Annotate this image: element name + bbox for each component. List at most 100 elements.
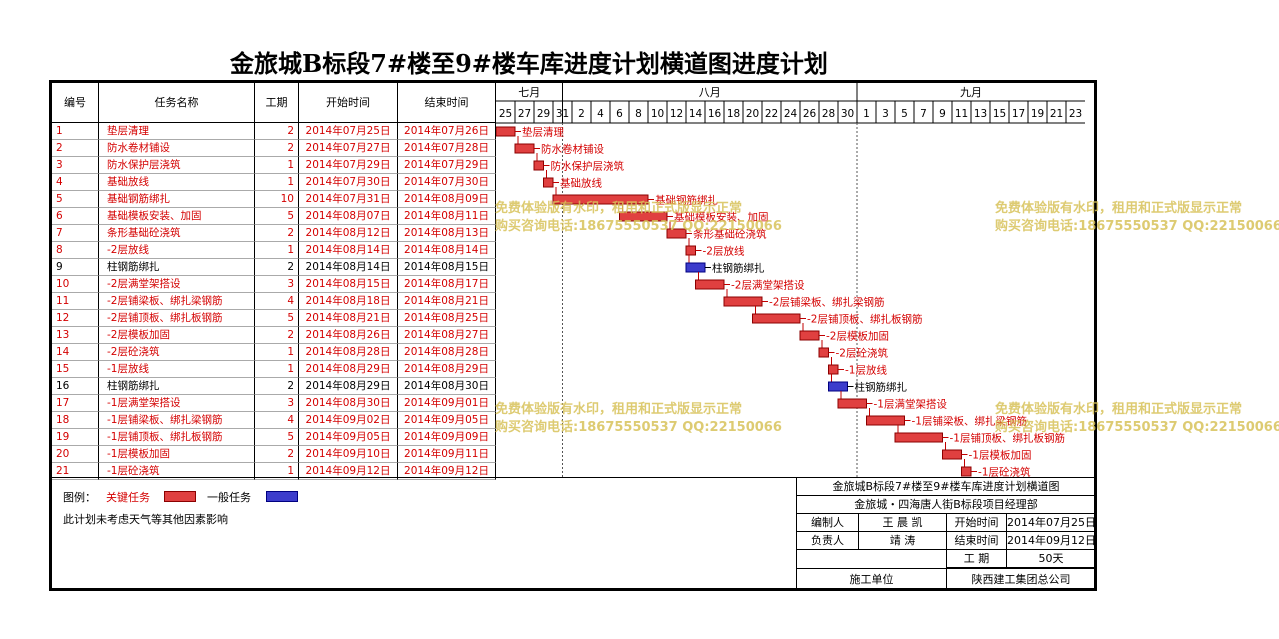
task-end: 2014年07月30日 [398,174,496,191]
task-bar [685,245,696,256]
task-bar [496,126,516,137]
day-tick-label: 14 [689,108,703,120]
watermark-4-line2: 购买咨询电话:18675550537 QQ:22150066 [995,420,1279,435]
task-name: -1层模板加固 [99,446,255,463]
watermark-2-line2: 购买咨询电话:18675550537 QQ:22150066 [995,219,1279,234]
task-name: 基础钢筋绑扎 [99,191,255,208]
task-id: 7 [52,225,99,242]
task-bar [752,313,801,324]
task-bar [866,415,905,426]
task-bar [695,279,725,290]
task-bar-label: -1层铺顶板、绑扎板钢筋 [950,432,1065,445]
task-end: 2014年07月28日 [398,140,496,157]
legend-normal-swatch [266,491,298,502]
watermark-3-line1: 免费体验版有水印，租用和正式版显示正常 [495,402,743,417]
task-bar-label: -2层模板加固 [826,330,889,343]
task-end: 2014年07月29日 [398,157,496,174]
task-end: 2014年08月17日 [398,276,496,293]
task-id: 9 [52,259,99,276]
legend-normal-label: 一般任务 [207,491,251,504]
info-unit-label: 施工单位 [797,568,947,589]
day-tick-label: 16 [708,108,722,120]
day-tick-label: 17 [1012,108,1025,120]
legend-critical-swatch [164,491,196,502]
info-editor-label: 编制人 [797,514,859,532]
task-name: -2层模板加固 [99,327,255,344]
task-end: 2014年08月15日 [398,259,496,276]
task-id: 21 [52,463,99,480]
task-bar-label: -1层铺梁板、绑扎梁钢筋 [912,415,1027,428]
task-name: -1层铺顶板、绑扎板钢筋 [99,429,255,446]
day-tick-label: 23 [1069,108,1082,120]
day-tick-label: 28 [822,108,835,120]
task-end: 2014年09月01日 [398,395,496,412]
task-start: 2014年08月12日 [299,225,398,242]
task-duration: 5 [255,208,299,225]
day-tick-label: 3 [882,108,889,120]
task-name: -2层铺顶板、绑扎板钢筋 [99,310,255,327]
task-bar-label: -1层满堂架搭设 [874,398,948,411]
task-end: 2014年09月12日 [398,463,496,480]
task-bar [533,160,544,171]
task-name: 防水卷材铺设 [99,140,255,157]
task-bar-label: -2层铺梁板、绑扎梁钢筋 [769,296,884,309]
task-end: 2014年08月21日 [398,293,496,310]
day-tick-label: 15 [993,108,1006,120]
task-end: 2014年08月28日 [398,344,496,361]
legend: 图例： 关键任务 一般任务 此计划未考虑天气等其他因素影响 [52,477,796,589]
month-label: 九月 [960,86,982,99]
day-tick-label: 25 [499,108,512,120]
task-id: 10 [52,276,99,293]
day-tick-label: 27 [518,108,531,120]
task-duration: 4 [255,412,299,429]
watermark-3: 免费体验版有水印，租用和正式版显示正常 购买咨询电话:18675550537 Q… [495,401,782,437]
day-tick-label: 30 [841,108,854,120]
task-duration: 1 [255,361,299,378]
task-start: 2014年07月29日 [299,157,398,174]
task-duration: 2 [255,327,299,344]
task-start: 2014年07月30日 [299,174,398,191]
task-bar [543,177,554,188]
task-start: 2014年07月25日 [299,123,398,140]
task-name: -1层砼浇筑 [99,463,255,480]
task-id: 19 [52,429,99,446]
day-tick-label: 24 [784,108,798,120]
task-name: -1层放线 [99,361,255,378]
task-bar [828,364,839,375]
task-bar-label: 柱钢筋绑扎 [712,262,765,275]
watermark-4-line1: 免费体验版有水印，租用和正式版显示正常 [995,402,1243,417]
task-start: 2014年09月12日 [299,463,398,480]
task-start: 2014年08月26日 [299,327,398,344]
task-bar-label: 基础放线 [560,177,602,190]
task-name: 基础放线 [99,174,255,191]
task-bar [837,398,867,409]
task-bar [818,347,829,358]
task-start: 2014年08月18日 [299,293,398,310]
task-duration: 1 [255,157,299,174]
header-duration: 工期 [255,83,299,123]
task-bar-label: 基础模板安装、加固 [674,211,769,224]
day-tick-label: 8 [635,108,642,120]
task-start: 2014年08月21日 [299,310,398,327]
day-tick-label: 6 [616,108,623,120]
task-id: 3 [52,157,99,174]
task-end: 2014年09月11日 [398,446,496,463]
day-tick-label: 9 [939,108,946,120]
info-duration-label: 工 期 [947,550,1007,568]
task-id: 2 [52,140,99,157]
task-duration: 3 [255,395,299,412]
watermark-2: 免费体验版有水印，租用和正式版显示正常 购买咨询电话:18675550537 Q… [995,200,1279,236]
task-start: 2014年09月02日 [299,412,398,429]
watermark-1-line2: 购买咨询电话:18675550537 QQ:22150066 [495,219,782,234]
task-id: 17 [52,395,99,412]
task-bar-label: -1层放线 [845,364,887,377]
day-tick-label: 22 [765,108,778,120]
